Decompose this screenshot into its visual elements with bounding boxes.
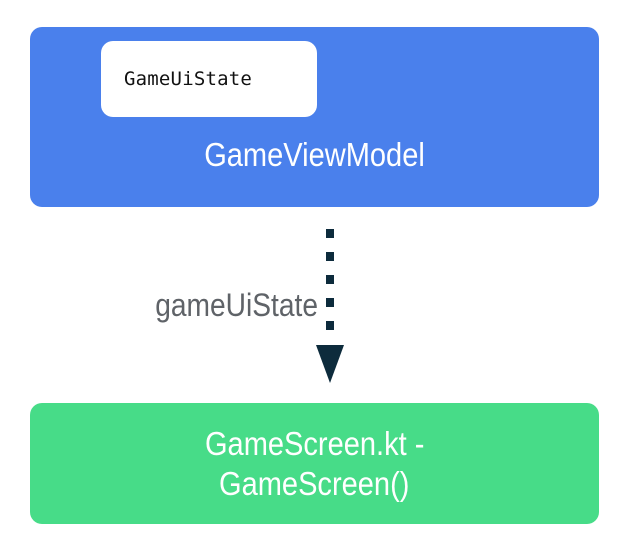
connector-dot — [326, 298, 334, 307]
arrow-head — [316, 345, 344, 383]
dotted-line — [326, 229, 334, 330]
connector-dot — [326, 252, 334, 261]
game-ui-state-chip: GameUiState — [101, 41, 317, 117]
game-view-model-label: GameViewModel — [204, 136, 425, 173]
game-view-model-box: GameUiState GameViewModel — [30, 27, 599, 207]
connector-dot — [326, 321, 334, 330]
game-ui-state-flow-label: gameUiState — [155, 287, 318, 323]
game-screen-function-label: GameScreen() — [219, 464, 410, 502]
connector-dot — [326, 275, 334, 284]
game-screen-file-label: GameScreen.kt - — [204, 424, 425, 462]
game-screen-box: GameScreen.kt - GameScreen() — [30, 403, 599, 524]
connector-dot — [326, 229, 334, 238]
